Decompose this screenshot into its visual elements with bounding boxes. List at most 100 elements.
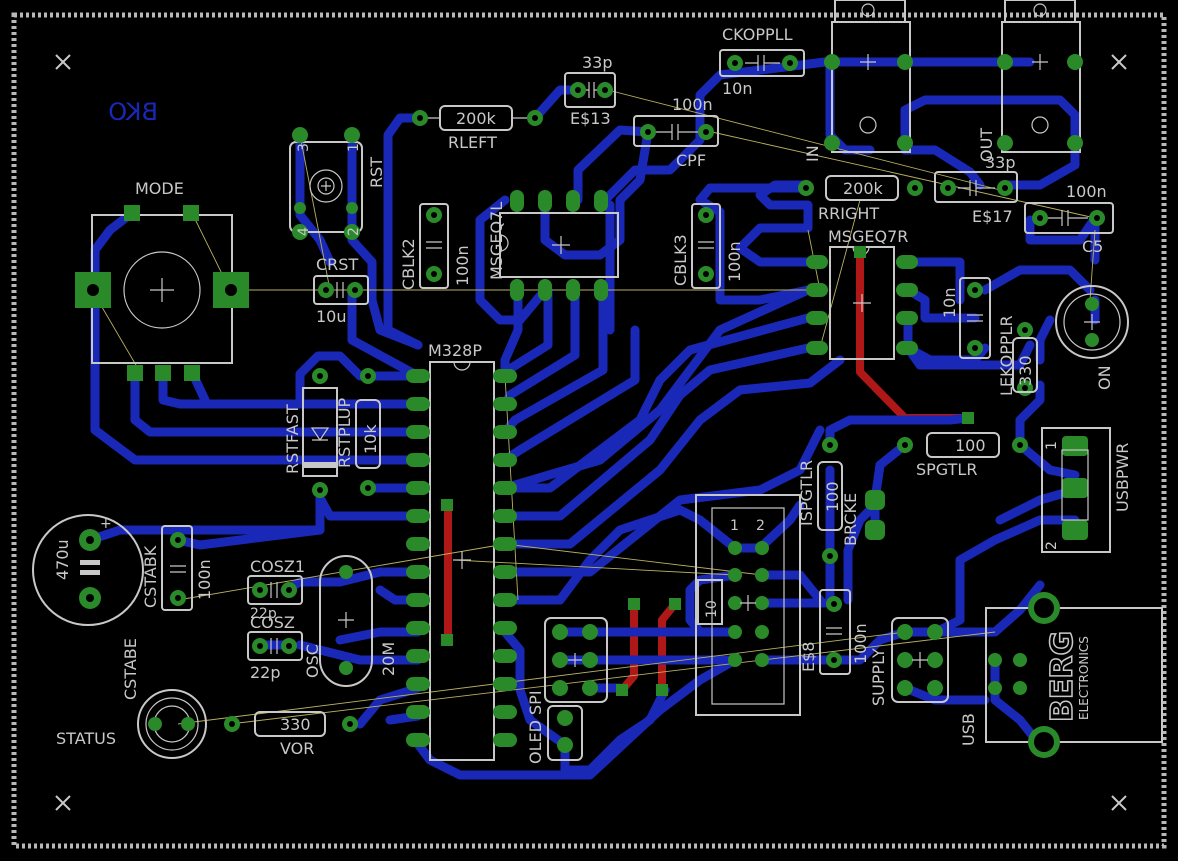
resistor-ispgtlr[interactable]: ISPGTLR 100: [797, 437, 843, 564]
e13-name: E$13: [570, 109, 611, 128]
m328p-pin: [406, 397, 430, 411]
cblk3-value: 100n: [725, 241, 744, 282]
connector-usb[interactable]: BERG ELECTRONICS USB: [959, 592, 1163, 758]
cosz1-value: 22p: [250, 606, 277, 622]
capacitor-e13[interactable]: 33p E$13: [564, 53, 616, 128]
ckoppll-name: CKOPPLL: [722, 25, 793, 44]
e17-name: E$17: [972, 207, 1013, 226]
rst-pin-2: 2: [346, 227, 362, 236]
cblk2-name: CBLK2: [399, 238, 418, 290]
isp-pin-1: 1: [730, 518, 739, 534]
rleft-value: 200k: [456, 109, 497, 128]
m328p-pin: [493, 509, 517, 523]
isp-label-10: 10: [704, 600, 720, 618]
top-traces: [85, 57, 1100, 780]
usb-logo: BERG: [1045, 631, 1080, 722]
r330-right-value: 330: [1016, 355, 1035, 386]
capacitor-e8[interactable]: E$8 100n: [799, 589, 870, 675]
in-label: IN: [803, 145, 822, 162]
ic-msgeq7r[interactable]: MSGEQ7R: [806, 227, 918, 360]
cosz2-value: 22p: [250, 663, 281, 682]
m328p-pin: [406, 621, 430, 635]
m328p-pin: [493, 565, 517, 579]
ic-m328p[interactable]: M328P: [428, 341, 495, 761]
msgeq7r-name: MSGEQ7R: [828, 227, 908, 246]
cstabk-value: 100n: [195, 559, 214, 600]
capacitor-cosz1[interactable]: COSZ1 22p: [247, 557, 305, 622]
cblk2-value: 100n: [453, 245, 472, 286]
m328p-pin: [493, 677, 517, 691]
diode-rstfast[interactable]: RSTFAST: [283, 368, 338, 498]
audio-jack-out[interactable]: OUT: [977, 0, 1083, 162]
led-on[interactable]: ON: [1055, 285, 1129, 390]
msgeq7l-name: MSGEQ7L: [487, 202, 506, 280]
e8-name: E$8: [799, 642, 818, 672]
m328p-pin: [493, 481, 517, 495]
resistor-rleft[interactable]: 200k RLEFT: [412, 105, 543, 152]
audio-jack-in[interactable]: IN: [803, 0, 913, 162]
status-led-name: STATUS: [56, 729, 116, 748]
m328p-pin: [493, 593, 517, 607]
m328p-pin: [493, 425, 517, 439]
cosz1-name: COSZ1: [250, 557, 305, 576]
cstabe-plus: +: [100, 516, 112, 532]
resistor-rstplup[interactable]: RSTPLUP 10k: [335, 368, 381, 496]
capacitor-ckoppll[interactable]: CKOPPLL 10n: [719, 25, 805, 98]
m328p-pin: [406, 369, 430, 383]
rstplup-name: RSTPLUP: [335, 397, 354, 468]
reset-button-rst[interactable]: 3 4 2 1 RST: [289, 127, 386, 240]
switch-usbpwr[interactable]: USBPWR 1 2: [1041, 427, 1132, 553]
mirror-text: BKO: [108, 98, 158, 126]
usb-name: USB: [959, 713, 978, 746]
ckoppll-value: 10n: [722, 79, 753, 98]
m328p-pin: [406, 509, 430, 523]
resistor-vor[interactable]: 330 VOR: [224, 711, 358, 758]
vias: [441, 246, 974, 696]
capacitor-c5[interactable]: 100n C5: [1024, 182, 1114, 256]
cosz2-name: COSZ: [250, 613, 295, 632]
rotary-switch-mode[interactable]: MODE: [75, 179, 249, 381]
led-status[interactable]: STATUS: [56, 689, 207, 759]
resistor-330-right[interactable]: 330: [1012, 322, 1038, 396]
capacitor-cblk2[interactable]: CBLK2 100n: [399, 203, 472, 290]
jumper-brcke[interactable]: BRCKE: [841, 490, 885, 546]
crystal-osc[interactable]: OSC 20M: [303, 555, 398, 687]
capacitor-cstabe[interactable]: + 470u CSTABE: [32, 514, 144, 700]
m328p-pin: [406, 481, 430, 495]
resistor-spgtlr[interactable]: 100 SPGTLR: [897, 432, 1028, 479]
cblk3-name: CBLK3: [671, 234, 690, 286]
cstabk-name: CSTABK: [141, 545, 160, 608]
capacitor-cstabk[interactable]: CSTABK 100n: [141, 525, 214, 611]
header-isp[interactable]: 1 2 10: [695, 494, 801, 716]
capacitor-cosz2[interactable]: COSZ 22p: [247, 613, 303, 682]
m328p-name: M328P: [428, 341, 482, 360]
vor-value: 330: [280, 715, 311, 734]
m328p-pin: [406, 425, 430, 439]
on-led-name: ON: [1095, 365, 1114, 390]
capacitor-cblk3[interactable]: CBLK3 100n: [671, 203, 744, 289]
capacitor-lekopplr[interactable]: 10n LEKOPPLR: [940, 277, 1016, 396]
spgtlr-name: SPGTLR: [916, 460, 977, 479]
ispgtlr-value: 100: [823, 481, 842, 512]
resistor-rright[interactable]: 200k RRIGHT: [798, 175, 923, 223]
brcke-name: BRCKE: [841, 493, 860, 546]
m328p-pin: [406, 537, 430, 551]
crst-value: 10u: [316, 307, 347, 326]
c5-name: C5: [1082, 237, 1103, 256]
capacitor-cpf[interactable]: 100n CPF: [633, 95, 719, 170]
rstplup-value: 10k: [361, 424, 380, 454]
m328p-pin: [493, 369, 517, 383]
m328p-pin: [406, 705, 430, 719]
isp-pin-2: 2: [756, 518, 765, 534]
ic-msgeq7l[interactable]: MSGEQ7L: [487, 190, 619, 301]
out-label: OUT: [977, 128, 996, 162]
m328p-pins: [406, 369, 517, 747]
rst-pin-3: 3: [296, 143, 312, 152]
rst-pin-1: 1: [346, 143, 362, 152]
cstabe-value: 470u: [53, 539, 72, 580]
capacitor-e17[interactable]: 33p E$17: [934, 153, 1018, 226]
m328p-pin: [493, 649, 517, 663]
header-oled-spi[interactable]: OLED SPI: [526, 617, 608, 764]
header-supply[interactable]: SUPPLY: [869, 617, 949, 706]
capacitor-crst[interactable]: CRST 10u: [313, 255, 369, 326]
